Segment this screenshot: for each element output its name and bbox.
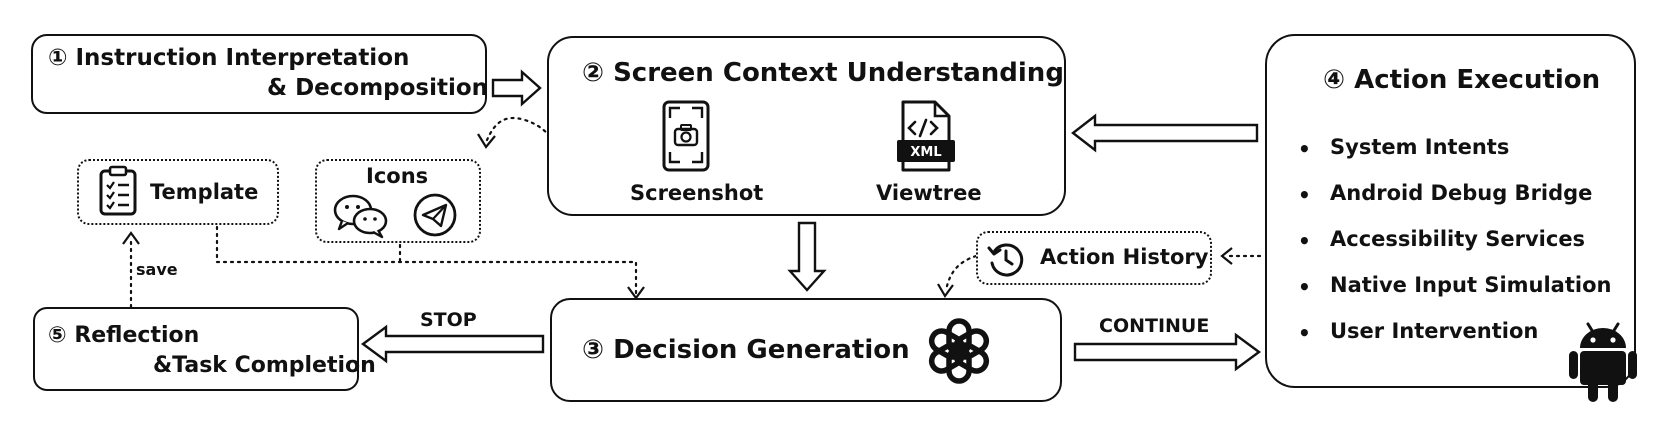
openai-logo-icon xyxy=(928,318,990,384)
step5-line2: &Task Completion xyxy=(153,353,376,378)
arrow-step4-to-step2 xyxy=(1071,113,1259,153)
exec-item: Accessibility Services xyxy=(1330,227,1586,251)
template-label: Template xyxy=(150,180,259,204)
screenshot-label: Screenshot xyxy=(630,181,764,205)
step5-box xyxy=(33,307,359,391)
dotted-memory-to-decision xyxy=(215,225,638,296)
arrow-step1-to-step2 xyxy=(491,69,542,107)
telegram-icon xyxy=(413,193,457,237)
dotted-arrowhead-decision-2 xyxy=(937,283,954,299)
bullet: • xyxy=(1298,137,1311,161)
xml-badge: XML xyxy=(910,145,941,160)
step1-box xyxy=(31,34,487,114)
step2-box xyxy=(547,36,1066,216)
icons-label: Icons xyxy=(366,164,429,188)
dotted-arrowhead-history xyxy=(1220,247,1233,265)
save-label: save xyxy=(136,260,178,279)
step4-box xyxy=(1265,34,1636,388)
dotted-history-to-decision xyxy=(944,254,978,292)
exec-item: Native Input Simulation xyxy=(1330,273,1612,297)
android-robot-icon xyxy=(1569,322,1637,402)
exec-item: Android Debug Bridge xyxy=(1330,181,1593,205)
dotted-arrowhead-icons xyxy=(477,133,496,149)
step2-title: ② Screen Context Understanding xyxy=(582,58,1064,88)
action-history-label: Action History xyxy=(1040,245,1209,269)
bullet: • xyxy=(1298,229,1311,253)
action-history-box xyxy=(976,231,1212,285)
bullet: • xyxy=(1298,321,1311,345)
exec-item: System Intents xyxy=(1330,135,1510,159)
exec-item: User Intervention xyxy=(1330,319,1539,343)
arrow-stop xyxy=(360,324,545,364)
step1-line2: & Decomposition xyxy=(267,75,489,101)
bullet: • xyxy=(1298,275,1311,299)
history-clock-icon xyxy=(987,243,1024,277)
step3-title: ③ Decision Generation xyxy=(582,335,910,365)
dotted-arrowhead-template xyxy=(122,231,140,245)
stop-label: STOP xyxy=(420,309,477,331)
arrow-step2-to-step3 xyxy=(787,221,827,292)
xml-file-icon: XML xyxy=(897,100,955,172)
continue-label: CONTINUE xyxy=(1099,315,1210,337)
arrow-continue xyxy=(1073,332,1262,372)
step5-line1: ⑤ Reflection xyxy=(48,323,200,348)
clipboard-checklist-icon xyxy=(99,165,137,216)
bullet: • xyxy=(1298,183,1311,207)
step4-title: ④ Action Execution xyxy=(1323,65,1601,95)
wechat-icon xyxy=(333,194,388,239)
step1-line1: ① Instruction Interpretation xyxy=(48,45,410,71)
screenshot-phone-icon xyxy=(662,100,710,172)
viewtree-label: Viewtree xyxy=(876,181,982,205)
